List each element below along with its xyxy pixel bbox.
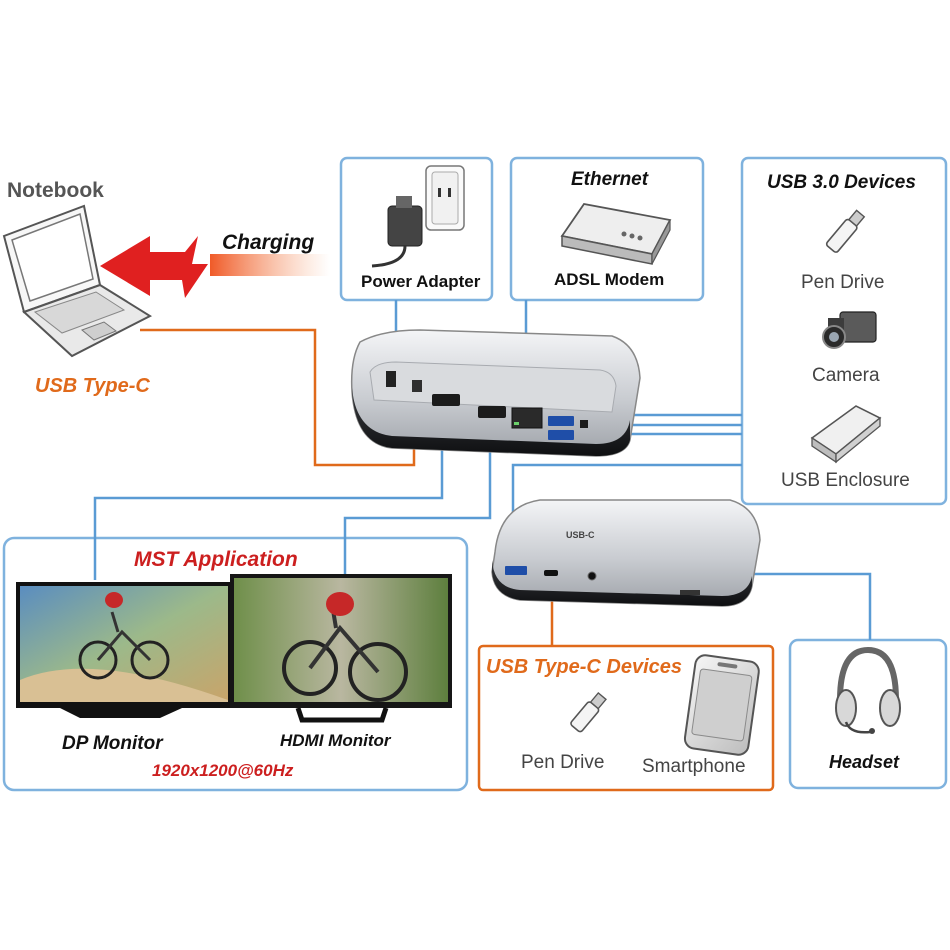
usbc-devices-title: USB Type-C Devices: [486, 656, 682, 678]
headset-label: Headset: [829, 752, 900, 772]
adsl-modem-label: ADSL Modem: [554, 270, 665, 289]
headset-icon: [835, 646, 901, 734]
camera-icon: [822, 311, 877, 349]
dp-monitor-label: DP Monitor: [62, 733, 163, 754]
notebook-label: Notebook: [7, 179, 104, 202]
usbc-pen-drive-icon: [570, 691, 607, 733]
docking-station-main: [350, 329, 641, 457]
charging-arrow: [100, 236, 330, 298]
usb-enclosure-label: USB Enclosure: [781, 470, 910, 491]
power-adapter-icon: [371, 165, 465, 268]
smartphone-label: Smartphone: [642, 756, 746, 777]
usb3-pen-drive-label: Pen Drive: [801, 272, 885, 293]
smartphone-icon: [683, 654, 760, 756]
usb-type-c-link-label: USB Type-C: [35, 375, 150, 397]
charging-label: Charging: [222, 231, 315, 254]
notebook-icon: [2, 204, 153, 358]
hdmi-monitor-icon: [230, 574, 452, 723]
dock-logo: USB-C: [566, 530, 595, 540]
hdmi-monitor-label: HDMI Monitor: [280, 731, 391, 750]
mst-application-title: MST Application: [134, 548, 298, 571]
usb-enclosure-icon: [810, 405, 882, 464]
power-adapter-label: Power Adapter: [361, 272, 481, 291]
dp-monitor-icon: [16, 582, 232, 718]
camera-label: Camera: [812, 365, 880, 386]
ethernet-title: Ethernet: [571, 169, 649, 190]
pen-drive-icon: [825, 209, 866, 253]
adsl-modem-icon: [560, 203, 672, 265]
docking-station-secondary: [491, 499, 761, 607]
headset-box: [788, 638, 948, 790]
usb3-devices-title: USB 3.0 Devices: [767, 172, 916, 193]
resolution-label: 1920x1200@60Hz: [152, 761, 294, 780]
usbc-pen-drive-label: Pen Drive: [521, 752, 605, 773]
